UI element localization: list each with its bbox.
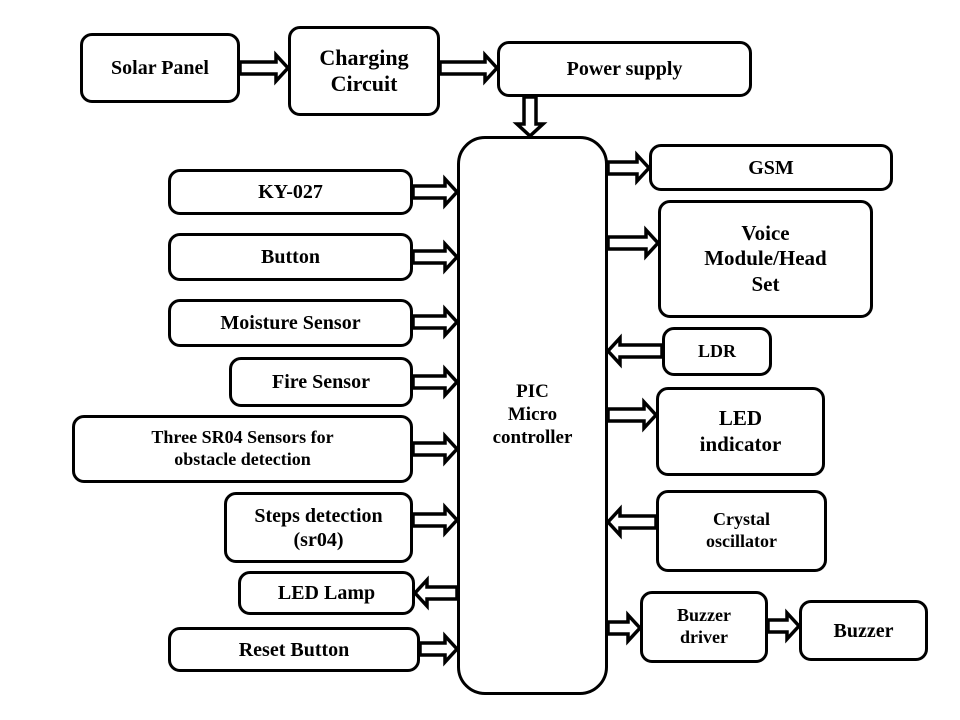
arrow-power-supply-to-pic [512, 95, 548, 139]
moisture-sensor-block: Moisture Sensor [168, 299, 413, 347]
reset-button-block: Reset Button [168, 627, 420, 672]
led-lamp-block: LED Lamp [238, 571, 415, 615]
ky027-block: KY-027 [168, 169, 413, 215]
arrow-crystal-oscillator-to-pic [605, 504, 658, 540]
fire-sensor-block: Fire Sensor [229, 357, 413, 407]
arrow-buzzer-driver-to-buzzer [766, 608, 802, 644]
arrow-fire-sensor-to-pic [411, 364, 460, 400]
arrow-ldr-to-pic [605, 333, 664, 369]
arrow-pic-to-voice-module [606, 225, 661, 261]
arrow-reset-button-to-pic [418, 631, 460, 667]
arrow-ky027-to-pic [411, 174, 460, 210]
arrow-pic-to-buzzer-driver [606, 610, 643, 646]
arrow-button-to-pic [411, 239, 460, 275]
buzzer-driver-block: Buzzer driver [640, 591, 768, 663]
arrow-charging-circuit-to-power-supply [438, 50, 500, 86]
buzzer-block: Buzzer [799, 600, 928, 661]
solar-panel-block: Solar Panel [80, 33, 240, 103]
power-supply-block: Power supply [497, 41, 752, 97]
arrow-steps-detection-to-pic [411, 502, 460, 538]
pic-microcontroller-block: PIC Micro controller [457, 136, 608, 695]
voice-module-block: Voice Module/Head Set [658, 200, 873, 318]
ldr-block: LDR [662, 327, 772, 376]
arrow-pic-to-led-indicator [606, 397, 659, 433]
sr04-sensors-block: Three SR04 Sensors for obstacle detectio… [72, 415, 413, 483]
button-block: Button [168, 233, 413, 281]
charging-circuit-block: Charging Circuit [288, 26, 440, 116]
arrow-solar-panel-to-charging-circuit [238, 50, 291, 86]
crystal-oscillator-block: Crystal oscillator [656, 490, 827, 572]
led-indicator-block: LED indicator [656, 387, 825, 476]
arrow-moisture-sensor-to-pic [411, 304, 460, 340]
gsm-block: GSM [649, 144, 893, 191]
arrow-sr04-sensors-to-pic [411, 431, 460, 467]
arrow-pic-to-gsm [606, 150, 652, 186]
arrow-pic-to-led-lamp [412, 575, 459, 611]
steps-detection-block: Steps detection (sr04) [224, 492, 413, 563]
